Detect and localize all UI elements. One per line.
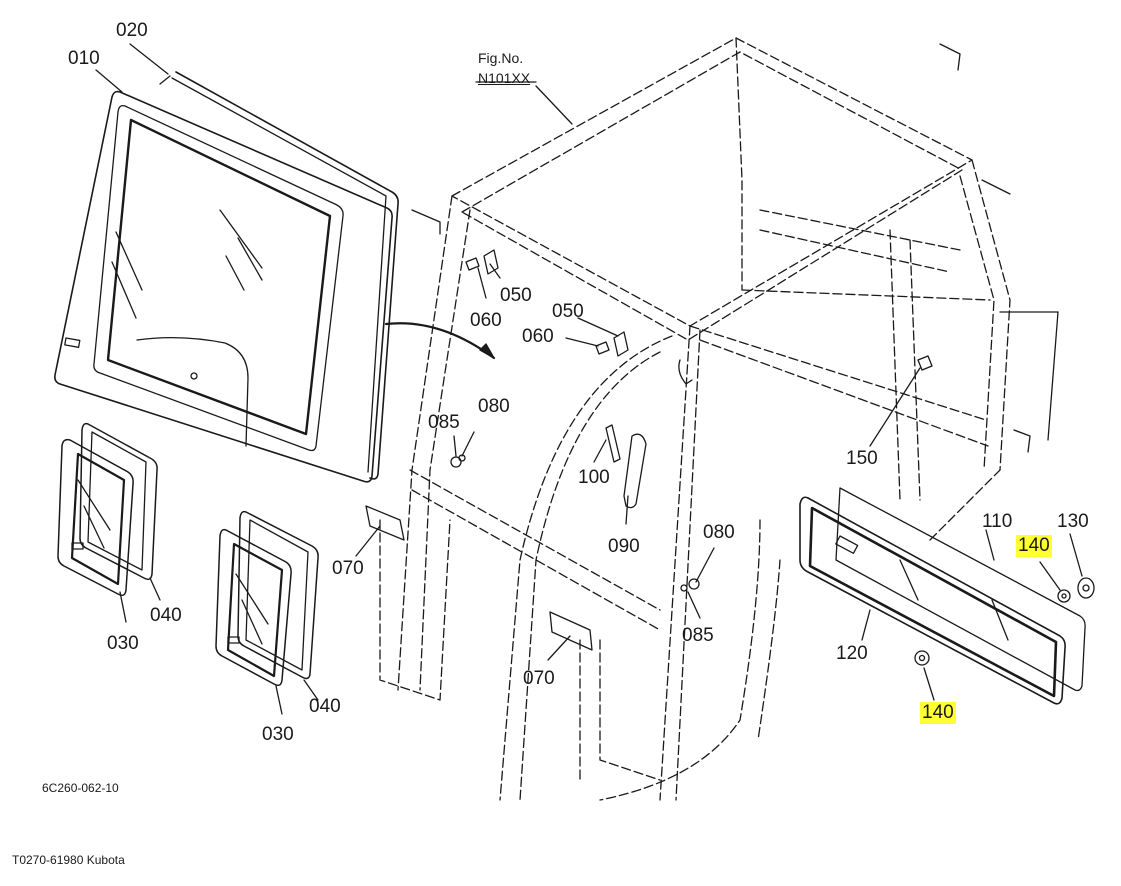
washer-140-lower bbox=[915, 651, 929, 665]
frame-fasteners bbox=[366, 44, 1030, 650]
callout-020: 020 bbox=[116, 20, 148, 41]
knob-130 bbox=[1077, 577, 1095, 599]
callout-080-upper: 080 bbox=[478, 396, 510, 417]
callout-100: 100 bbox=[578, 467, 610, 488]
small-window-right bbox=[216, 512, 318, 686]
callout-085-upper: 085 bbox=[428, 412, 460, 433]
window-seal-020 bbox=[160, 72, 398, 479]
callout-150: 150 bbox=[846, 448, 878, 469]
callout-050-lower: 050 bbox=[552, 301, 584, 322]
figure-title: Fig.No. bbox=[478, 50, 524, 66]
callout-030-right: 030 bbox=[262, 724, 294, 745]
callout-060-lower: 060 bbox=[522, 326, 554, 347]
callout-090: 090 bbox=[608, 536, 640, 557]
callout-140-lower-highlighted: 140 bbox=[920, 702, 956, 724]
figure-number: N101XX bbox=[478, 70, 531, 86]
callout-030-left: 030 bbox=[107, 633, 139, 654]
footer-code: T0270-61980 Kubota bbox=[12, 853, 125, 867]
callout-050-upper: 050 bbox=[500, 285, 532, 306]
callout-040-right: 040 bbox=[309, 696, 341, 717]
small-window-left bbox=[58, 424, 157, 596]
callout-110: 110 bbox=[982, 511, 1013, 532]
callout-120: 120 bbox=[836, 643, 868, 664]
callout-070-right: 070 bbox=[523, 668, 555, 689]
callout-130: 130 bbox=[1057, 511, 1089, 532]
rear-window-110-120 bbox=[800, 488, 1085, 704]
callout-080-lower: 080 bbox=[703, 522, 735, 543]
window-glass-010 bbox=[55, 92, 392, 482]
drawing-code: 6C260-062-10 bbox=[42, 781, 119, 795]
callout-060-upper: 060 bbox=[470, 310, 502, 331]
callout-040-left: 040 bbox=[150, 605, 182, 626]
callout-070-left: 070 bbox=[332, 558, 364, 579]
callout-010: 010 bbox=[68, 48, 100, 69]
callout-085-lower: 085 bbox=[682, 625, 714, 646]
cab-frame bbox=[380, 38, 1010, 800]
washer-140-upper bbox=[1058, 590, 1070, 602]
callout-140-upper-highlighted: 140 bbox=[1016, 535, 1052, 557]
